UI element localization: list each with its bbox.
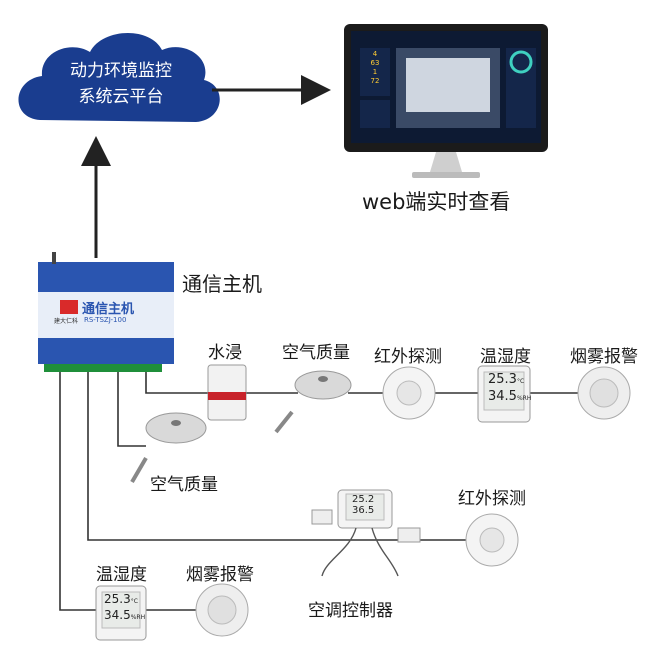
cloud-line-2: 系统云平台 (78, 87, 164, 107)
smoke-detector-2 (195, 583, 249, 637)
reading-ac-hum: 36.5 (352, 505, 375, 516)
monitor-graphic (344, 24, 548, 178)
reading-temp-value: 25.3 (488, 372, 517, 387)
cloud-label: 动力环境监控 系统云平台 (36, 58, 206, 110)
label-infrared-2: 红外探测 (458, 489, 526, 509)
reading-temp-unit: °C (516, 378, 525, 385)
monitor-stats: 4 63 1 72 (360, 50, 390, 86)
label-ac-controller: 空调控制器 (308, 601, 393, 621)
reading-ac: 25.2 36.5 (352, 494, 374, 516)
reading-temp-unit-2: °C (130, 598, 138, 605)
monitor-caption: web端实时查看 (362, 190, 511, 214)
host-device (38, 252, 174, 372)
reading-hum-1: 34.5%RH (488, 389, 531, 404)
label-air-quality-2: 空气质量 (150, 475, 218, 495)
stat-4: 72 (370, 77, 380, 85)
temp-humidity-sensor-1 (477, 365, 531, 423)
cloud-shape (18, 32, 220, 122)
label-temp-humidity-2: 温湿度 (96, 565, 147, 585)
connection-lines (59, 372, 578, 611)
stat-3: 1 (372, 68, 378, 76)
reading-temp-2: 25.3°C (104, 592, 138, 606)
smoke-detector-1 (577, 366, 631, 420)
label-temp-humidity-1: 温湿度 (480, 347, 531, 367)
reading-temp-1: 25.3°C (488, 372, 524, 387)
host-brand: 通信主机 (82, 302, 135, 317)
reading-hum-unit-2: %RH (130, 614, 146, 621)
label-infrared-1: 红外探测 (374, 347, 442, 367)
label-smoke-1: 烟雾报警 (570, 347, 638, 367)
reading-hum-value: 34.5 (488, 389, 517, 404)
label-air-quality-1: 空气质量 (282, 343, 350, 363)
stat-1: 4 (372, 50, 378, 58)
infrared-sensor-2 (465, 513, 519, 567)
infrared-sensor-1 (382, 366, 436, 420)
stat-2: 63 (370, 59, 380, 67)
ac-controller-graphic (311, 489, 421, 577)
label-smoke-2: 烟雾报警 (186, 565, 254, 585)
label-water: 水浸 (208, 343, 242, 363)
water-sensor-graphic (207, 364, 247, 421)
reading-ac-temp: 25.2 (352, 494, 375, 505)
host-label: 通信主机 (182, 272, 262, 296)
reading-hum-2: 34.5%RH (104, 608, 145, 622)
reading-hum-unit: %RH (516, 395, 532, 402)
reading-hum-value-2: 34.5 (104, 608, 131, 622)
temp-humidity-sensor-2 (95, 585, 147, 641)
reading-temp-value-2: 25.3 (104, 592, 131, 606)
host-logo-text: 建大仁科 (54, 318, 79, 325)
air-quality-sensor-1 (274, 370, 352, 434)
cloud-line-1: 动力环境监控 (70, 61, 172, 81)
air-quality-sensor-2 (130, 412, 207, 484)
host-model: RS-TSZJ-100 (84, 316, 127, 324)
